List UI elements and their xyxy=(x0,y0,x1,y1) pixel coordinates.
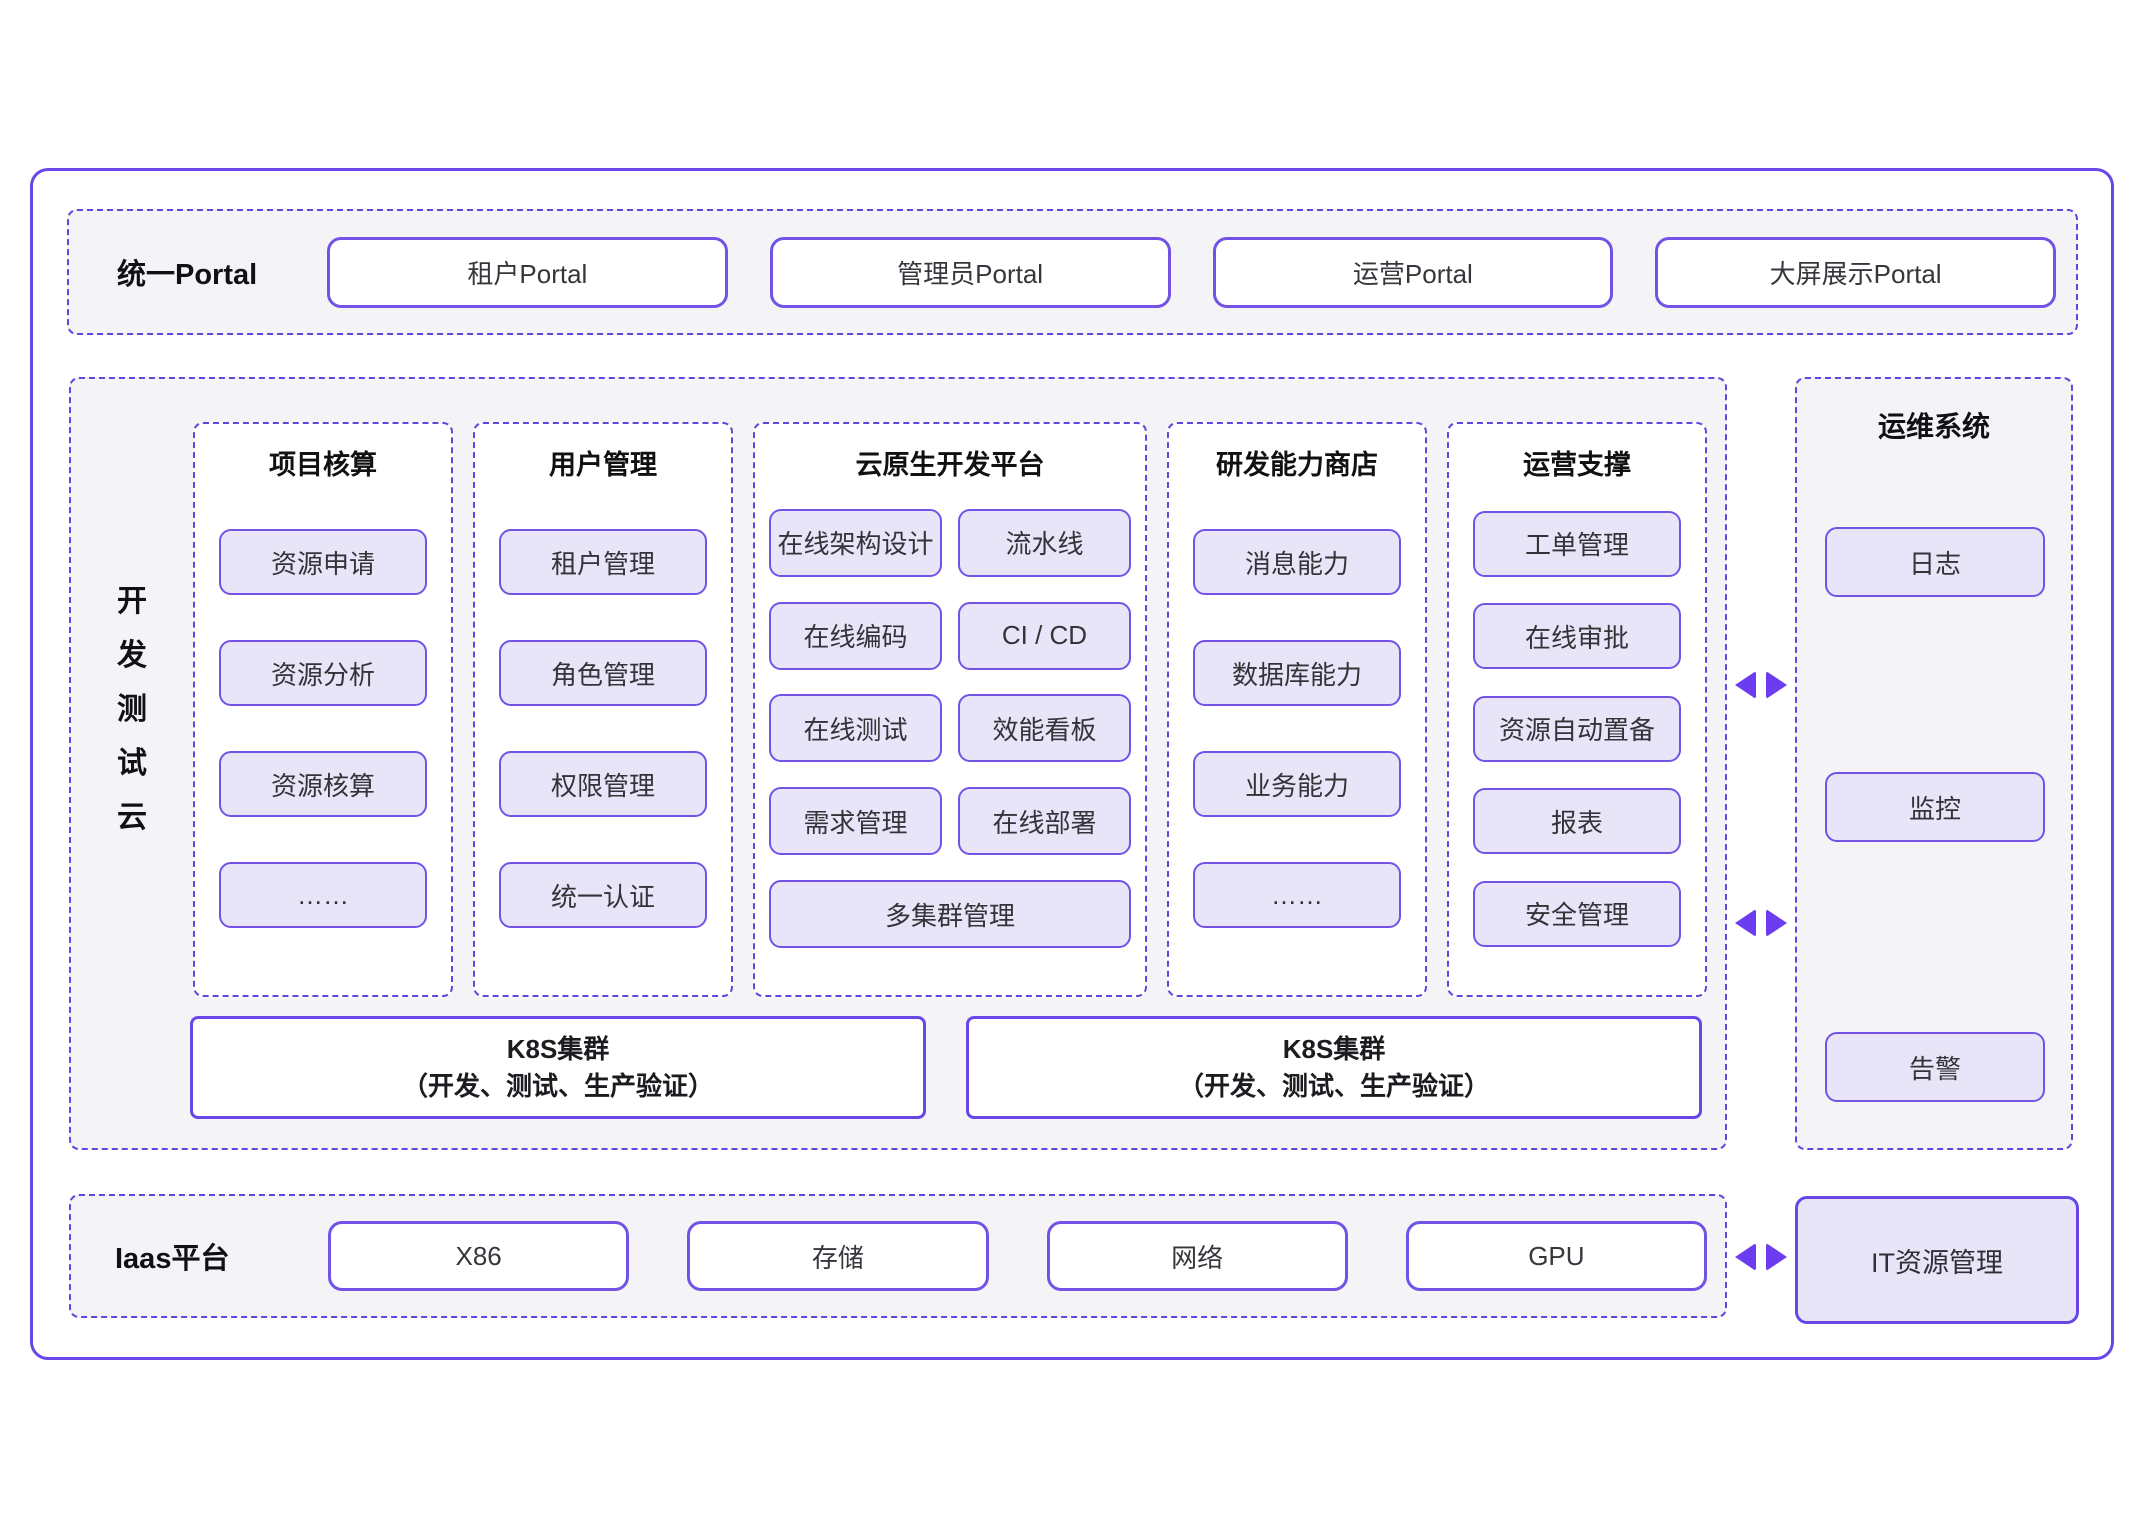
column-items: 消息能力 数据库能力 业务能力 …… xyxy=(1192,484,1401,973)
feature-box: 业务能力 xyxy=(1192,751,1401,817)
column-title: 云原生开发平台 xyxy=(855,449,1045,480)
feature-row: 需求管理 在线部署 xyxy=(769,787,1131,856)
ops-system-title: 运维系统 xyxy=(1877,411,1990,442)
feature-row: 多集群管理 xyxy=(769,880,1131,949)
column-user-management: 用户管理 租户管理 角色管理 权限管理 统一认证 xyxy=(473,422,734,997)
portal-box-operation: 运营Portal xyxy=(1212,236,1614,308)
k8s-cluster-row: K8S集群 （开发、测试、生产验证） K8S集群 （开发、测试、生产验证） xyxy=(190,1016,1702,1119)
feature-box: 多集群管理 xyxy=(769,880,1131,949)
feature-box: 权限管理 xyxy=(499,751,708,817)
feature-row: 在线测试 效能看板 xyxy=(769,694,1131,763)
left-triangle-icon xyxy=(1735,909,1756,937)
feature-box: 流水线 xyxy=(958,508,1131,577)
right-triangle-icon xyxy=(1766,1243,1787,1271)
portal-section: 统一Portal 租户Portal 管理员Portal 运营Portal 大屏展… xyxy=(67,209,2078,335)
iaas-box-gpu: GPU xyxy=(1405,1221,1707,1291)
feature-box: 在线审批 xyxy=(1472,603,1681,669)
feature-box: 角色管理 xyxy=(499,640,708,706)
portal-box-admin: 管理员Portal xyxy=(769,236,1171,308)
iaas-box-x86: X86 xyxy=(328,1221,630,1291)
column-project-accounting: 项目核算 资源申请 资源分析 资源核算 …… xyxy=(193,422,454,997)
column-items: 租户管理 角色管理 权限管理 统一认证 xyxy=(499,484,708,973)
feature-box: 消息能力 xyxy=(1192,529,1401,595)
k8s-cluster-box: K8S集群 （开发、测试、生产验证） xyxy=(966,1016,1702,1119)
feature-box: 安全管理 xyxy=(1472,880,1681,947)
iaas-box-row: X86 存储 网络 GPU xyxy=(328,1221,1725,1291)
column-cloud-native-platform: 云原生开发平台 在线架构设计 流水线 在线编码 CI / CD 在线测试 效能看 xyxy=(753,422,1147,997)
feature-box: 资源自动置备 xyxy=(1472,695,1681,762)
left-triangle-icon xyxy=(1735,671,1756,699)
feature-box: 效能看板 xyxy=(958,694,1131,763)
dev-cloud-label-zone: 开发测试云 xyxy=(71,422,193,997)
feature-row: 在线编码 CI / CD xyxy=(769,601,1131,670)
feature-box-ellipsis: …… xyxy=(1192,862,1401,928)
dev-cloud-columns: 项目核算 资源申请 资源分析 资源核算 …… 用户管理 租户管理 角色管理 权限… xyxy=(193,422,1707,997)
iaas-section-label: Iaas平台 xyxy=(115,1243,230,1275)
feature-box: CI / CD xyxy=(958,601,1131,670)
feature-box: 在线架构设计 xyxy=(769,508,942,577)
ops-system-section: 运维系统 日志 监控 告警 xyxy=(1795,377,2073,1150)
it-resource-box: IT资源管理 xyxy=(1795,1196,2079,1324)
column-operation-support: 运营支撑 工单管理 在线审批 资源自动置备 报表 安全管理 xyxy=(1446,422,1707,997)
sync-arrows-icon xyxy=(1735,671,1787,699)
column-rd-capability-store: 研发能力商店 消息能力 数据库能力 业务能力 …… xyxy=(1166,422,1427,997)
ops-box-log: 日志 xyxy=(1825,527,2045,597)
column-title: 研发能力商店 xyxy=(1215,449,1378,480)
feature-box: 数据库能力 xyxy=(1192,640,1401,706)
column-items: 在线架构设计 流水线 在线编码 CI / CD 在线测试 效能看板 需求管理 xyxy=(769,484,1131,973)
feature-box: 需求管理 xyxy=(769,787,942,856)
column-title: 项目核算 xyxy=(269,449,377,480)
iaas-box-storage: 存储 xyxy=(687,1221,989,1291)
column-items: 资源申请 资源分析 资源核算 …… xyxy=(219,484,428,973)
dev-test-cloud-section: 开发测试云 项目核算 资源申请 资源分析 资源核算 …… 用户管理 租户管理 xyxy=(69,377,1727,1150)
portal-box-tenant: 租户Portal xyxy=(327,236,728,308)
portal-section-label: 统一Portal xyxy=(117,259,258,291)
k8s-cluster-subtitle: （开发、测试、生产验证） xyxy=(401,1070,714,1101)
feature-box: 报表 xyxy=(1472,788,1681,854)
portal-box-row: 租户Portal 管理员Portal 运营Portal 大屏展示Portal xyxy=(327,236,2076,308)
k8s-cluster-subtitle: （开发、测试、生产验证） xyxy=(1177,1070,1490,1101)
feature-box: 资源分析 xyxy=(219,640,428,706)
k8s-cluster-title: K8S集群 xyxy=(506,1033,610,1064)
feature-box: 资源核算 xyxy=(219,751,428,817)
ops-box-alert: 告警 xyxy=(1825,1032,2045,1102)
right-triangle-icon xyxy=(1766,909,1787,937)
ops-box-monitor: 监控 xyxy=(1825,772,2045,842)
left-triangle-icon xyxy=(1735,1243,1756,1271)
k8s-cluster-title: K8S集群 xyxy=(1282,1033,1386,1064)
iaas-section: Iaas平台 X86 存储 网络 GPU xyxy=(69,1194,1727,1318)
feature-box: 在线部署 xyxy=(958,787,1131,856)
right-triangle-icon xyxy=(1766,671,1787,699)
sync-arrows-icon xyxy=(1735,909,1787,937)
feature-box: 租户管理 xyxy=(499,529,708,595)
feature-box: 在线测试 xyxy=(769,694,942,763)
feature-box-ellipsis: …… xyxy=(219,862,428,928)
dev-cloud-vertical-label: 开发测试云 xyxy=(117,584,147,834)
feature-box: 在线编码 xyxy=(769,601,942,670)
sync-arrows-icon xyxy=(1735,1243,1787,1271)
k8s-cluster-box: K8S集群 （开发、测试、生产验证） xyxy=(190,1016,926,1119)
feature-row: 在线架构设计 流水线 xyxy=(769,508,1131,577)
feature-box: 资源申请 xyxy=(219,529,428,595)
column-title: 运营支撑 xyxy=(1522,449,1631,480)
portal-box-bigscreen: 大屏展示Portal xyxy=(1655,236,2056,308)
feature-box: 统一认证 xyxy=(499,862,708,928)
iaas-box-network: 网络 xyxy=(1046,1221,1348,1291)
feature-box: 工单管理 xyxy=(1472,510,1681,577)
column-items: 工单管理 在线审批 资源自动置备 报表 安全管理 xyxy=(1472,484,1681,973)
column-title: 用户管理 xyxy=(549,449,658,480)
dev-cloud-columns-row: 开发测试云 项目核算 资源申请 资源分析 资源核算 …… 用户管理 租户管理 xyxy=(71,422,1707,997)
